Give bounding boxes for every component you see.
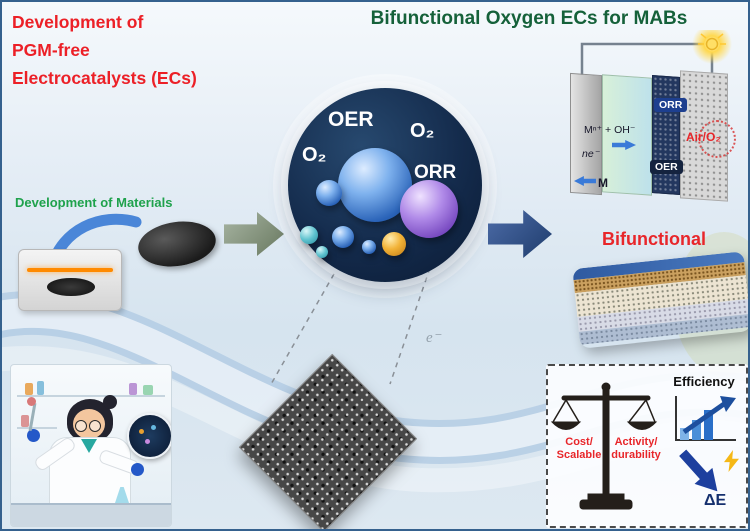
- reaction-cycle-icon: [698, 120, 736, 158]
- materials-label: Development of Materials: [15, 195, 173, 210]
- scientist-glove-left: [27, 429, 40, 442]
- activity-label-line-2: durability: [611, 449, 661, 461]
- heater-glow-bar: [27, 268, 113, 272]
- metal-reaction-label: Mⁿ⁺ + OH⁻: [584, 124, 636, 136]
- pipette-bulb: [27, 397, 36, 406]
- badge-dot: [139, 429, 144, 434]
- evaluation-panel: Cost/ Scalable Activity/ durability Effi…: [546, 364, 748, 528]
- bubble-blue-tiny: [362, 240, 376, 254]
- badge-dot: [145, 439, 150, 444]
- lab-shelf-1: [17, 395, 165, 397]
- right-title: Bifunctional Oxygen ECs for MABs: [370, 8, 688, 29]
- layered-electrode: [572, 251, 748, 349]
- battery-oer-chip: OER: [650, 160, 683, 174]
- lab-shelf-2: [17, 427, 57, 429]
- metal-label: M: [598, 176, 608, 190]
- lab-desk: [11, 503, 171, 526]
- lab-bottle: [129, 383, 137, 395]
- oer-orr-circle: OER O₂ O₂ ORR: [288, 88, 482, 282]
- orr-label: ORR: [414, 162, 457, 183]
- left-title: Development of PGM-free Electrocatalysts…: [12, 8, 262, 92]
- o2-left-label: O₂: [302, 144, 327, 166]
- scientist-illustration: [10, 364, 172, 527]
- furnace-box: [18, 249, 122, 311]
- cost-label-line-1: Cost/: [565, 436, 593, 448]
- activity-label: Activity/ durability: [606, 436, 666, 462]
- efficiency-chart-icon: [675, 396, 736, 441]
- sample-hole: [47, 278, 95, 296]
- scientist-glasses: [89, 420, 101, 432]
- left-title-line-2: PGM-free: [12, 40, 90, 60]
- efficiency-label: Efficiency: [673, 374, 735, 389]
- scientist-glasses: [75, 420, 87, 432]
- ion-flow-arrow-icon: [612, 140, 636, 150]
- electron-label: e⁻: [426, 330, 441, 346]
- sem-crystal: [238, 353, 418, 529]
- scientist-glove-right: [131, 463, 144, 476]
- cost-label: Cost/ Scalable: [552, 436, 606, 462]
- left-title-line-1: Development of: [12, 12, 144, 32]
- lab-bottle: [143, 385, 153, 395]
- bubble-purple: [400, 180, 458, 238]
- flow-arrow-2-icon: [488, 210, 552, 258]
- lab-bottle: [25, 383, 33, 395]
- electron-transfer-label: ne⁻: [582, 148, 600, 160]
- bifunctional-caption: Bifunctional: [602, 229, 706, 249]
- air-o2-label: Air/O₂: [686, 130, 721, 144]
- bubble-teal-1: [300, 226, 318, 244]
- circuit-wire: [580, 30, 732, 78]
- o2-right-label: O₂: [410, 120, 435, 142]
- battery-orr-chip: ORR: [654, 98, 688, 112]
- bubble-blue-small-1: [316, 180, 342, 206]
- scientist-hair-bun: [103, 395, 117, 409]
- badge-dot: [151, 425, 156, 430]
- lightning-icon: [724, 450, 739, 472]
- balance-scale-icon: [550, 382, 658, 510]
- lab-bottle: [21, 415, 29, 427]
- air-electrode-catalyst: [652, 75, 680, 195]
- metal-air-battery: ORR OER Air/O₂ Mⁿ⁺ + OH⁻ ne⁻ M: [568, 30, 748, 226]
- left-title-line-3: Electrocatalysts (ECs): [12, 68, 197, 88]
- lab-bottle: [37, 381, 44, 395]
- catalyst-zoom-badge: [127, 413, 171, 459]
- cost-label-line-2: Scalable: [556, 449, 602, 461]
- activity-label-line-1: Activity/: [614, 436, 658, 448]
- bubble-blue-small-2: [332, 226, 354, 248]
- bubble-orange: [382, 232, 406, 256]
- bubble-teal-2: [316, 246, 328, 258]
- bubble-blue-large: [338, 148, 412, 222]
- flow-arrow-1-icon: [224, 212, 284, 256]
- delta-e-label: ΔE: [704, 492, 727, 509]
- oer-label: OER: [328, 108, 374, 131]
